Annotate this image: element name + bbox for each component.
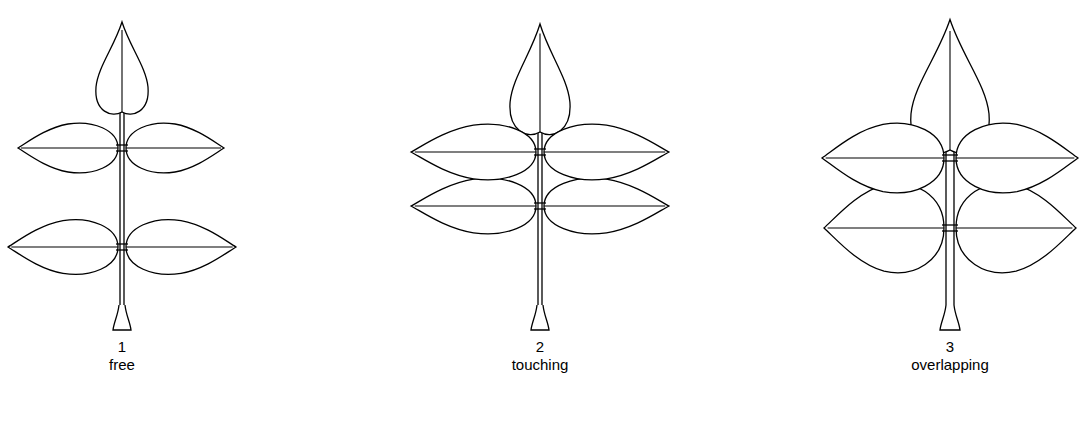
rachis	[119, 110, 120, 305]
rachis	[953, 148, 954, 305]
lateral-leaflet	[8, 220, 118, 275]
compound-leaf	[411, 24, 669, 330]
joint	[942, 224, 958, 225]
petiole	[940, 305, 960, 330]
lateral-leaflet	[126, 123, 224, 173]
joint	[534, 148, 546, 149]
figure-caption: touching	[512, 356, 569, 374]
compound-leaf	[822, 19, 1078, 330]
rachis	[123, 110, 124, 305]
figure-number: 1	[118, 338, 126, 356]
joint	[116, 249, 128, 250]
joint	[942, 160, 958, 161]
joint	[534, 154, 546, 155]
lateral-leaflet	[544, 124, 669, 180]
lateral-leaflet	[824, 183, 944, 273]
lateral-leaflet	[18, 123, 118, 173]
rachis	[537, 130, 538, 305]
joint	[942, 230, 958, 231]
petiole	[531, 305, 549, 330]
lateral-leaflet	[411, 178, 536, 234]
rachis	[541, 130, 542, 305]
joint	[534, 202, 546, 203]
figure-number: 2	[536, 338, 544, 356]
terminal-leaflet	[96, 22, 148, 114]
rachis	[945, 148, 946, 305]
figure-number: 3	[946, 338, 954, 356]
joint	[534, 208, 546, 209]
terminal-leaflet	[510, 24, 570, 135]
figure-caption: overlapping	[911, 356, 989, 374]
lateral-leaflet	[126, 220, 236, 275]
lateral-leaflet	[956, 123, 1078, 193]
petiole	[113, 305, 131, 330]
figure-caption: free	[109, 356, 135, 374]
lateral-leaflet	[544, 178, 669, 234]
lateral-leaflet	[411, 124, 536, 180]
compound-leaf	[8, 22, 236, 330]
joint	[116, 144, 128, 145]
joint	[116, 150, 128, 151]
lateral-leaflet	[822, 123, 944, 193]
joint	[116, 243, 128, 244]
joint	[942, 154, 958, 155]
lateral-leaflet	[956, 183, 1076, 273]
